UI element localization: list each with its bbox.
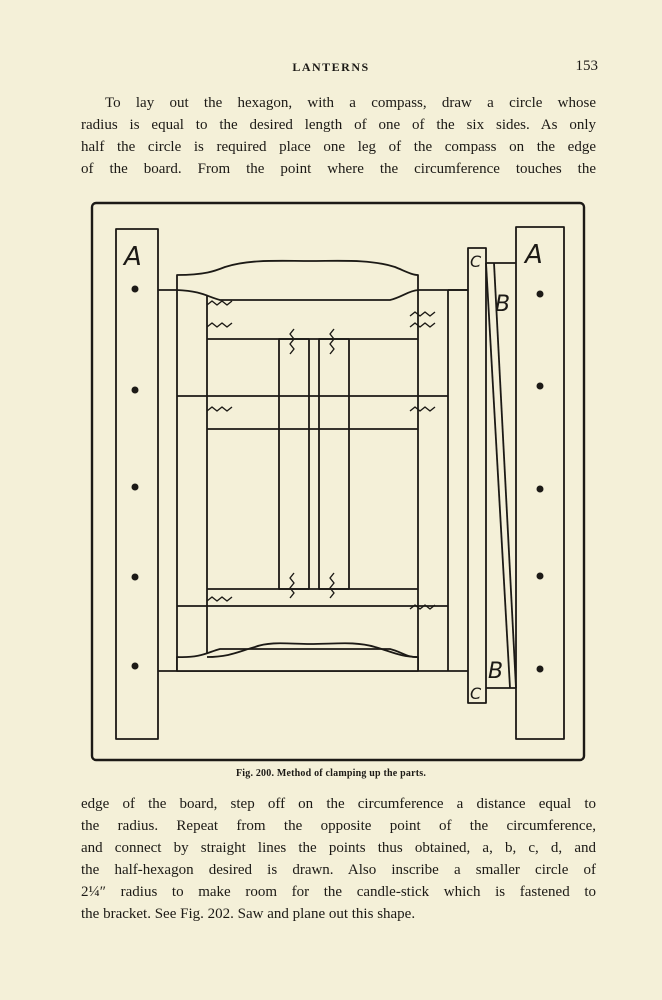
bolt-hole [536,485,544,493]
center-slat-left [278,338,310,590]
clamp-bar-right [515,226,565,740]
text-line: the radius. Repeat from the opposite poi… [81,818,596,834]
text-line: the bracket. See Fig. 202. Saw and plane… [81,906,416,922]
label-c-top: C [470,252,482,271]
text-line: edge of the board, step off on the circu… [81,796,596,812]
bolt-hole [536,382,544,390]
bottom-curve-line [206,642,419,658]
center-slat-right [318,338,350,590]
bolt-hole [536,290,544,298]
clamp-bar-left [115,228,159,740]
figure-frame [90,201,586,762]
text-line: and connect by straight lines the points… [81,840,596,856]
top-curved-rail [176,259,419,301]
text-line: half the circle is required place one le… [81,139,596,155]
wedge-b [485,262,511,689]
text-line: To lay out the hexagon, with a compass, … [105,95,596,111]
bolt-hole [131,386,139,394]
bolt-hole [536,572,544,580]
bolt-hole [131,662,139,670]
bottom-curved-rail [176,648,419,672]
bolt-hole [131,483,139,491]
running-title: LANTERNS [292,60,370,74]
label-c-bottom: C [470,684,482,703]
clamp-board-c [467,247,487,704]
text-line: the half-hexagon desired is drawn. Also … [81,862,596,878]
text-line: 2¼″ radius to make room for the candle-s… [81,884,596,900]
label-b-bottom: B [488,659,503,684]
bolt-hole [131,285,139,293]
bolt-hole [131,573,139,581]
figure-clamping-diagram: A A B B C C [90,201,586,762]
figure-caption: Fig. 200. Method of clamping up the part… [235,768,427,779]
paragraph-bottom: edge of the board, step off on the circu… [81,793,596,925]
running-head: LANTERNS 153 [0,58,662,80]
label-a-right: A [523,240,543,270]
clamping-diagram: A A B B C C [90,201,586,762]
text-line: of the board. From the point where the c… [81,161,596,177]
bolt-hole [536,665,544,673]
page-number: 153 [575,58,599,74]
paragraph-top: To lay out the hexagon, with a compass, … [81,92,596,180]
label-b-top: B [495,292,510,317]
label-a-left: A [122,242,142,272]
text-line: radius is equal to the desired length of… [81,117,596,133]
